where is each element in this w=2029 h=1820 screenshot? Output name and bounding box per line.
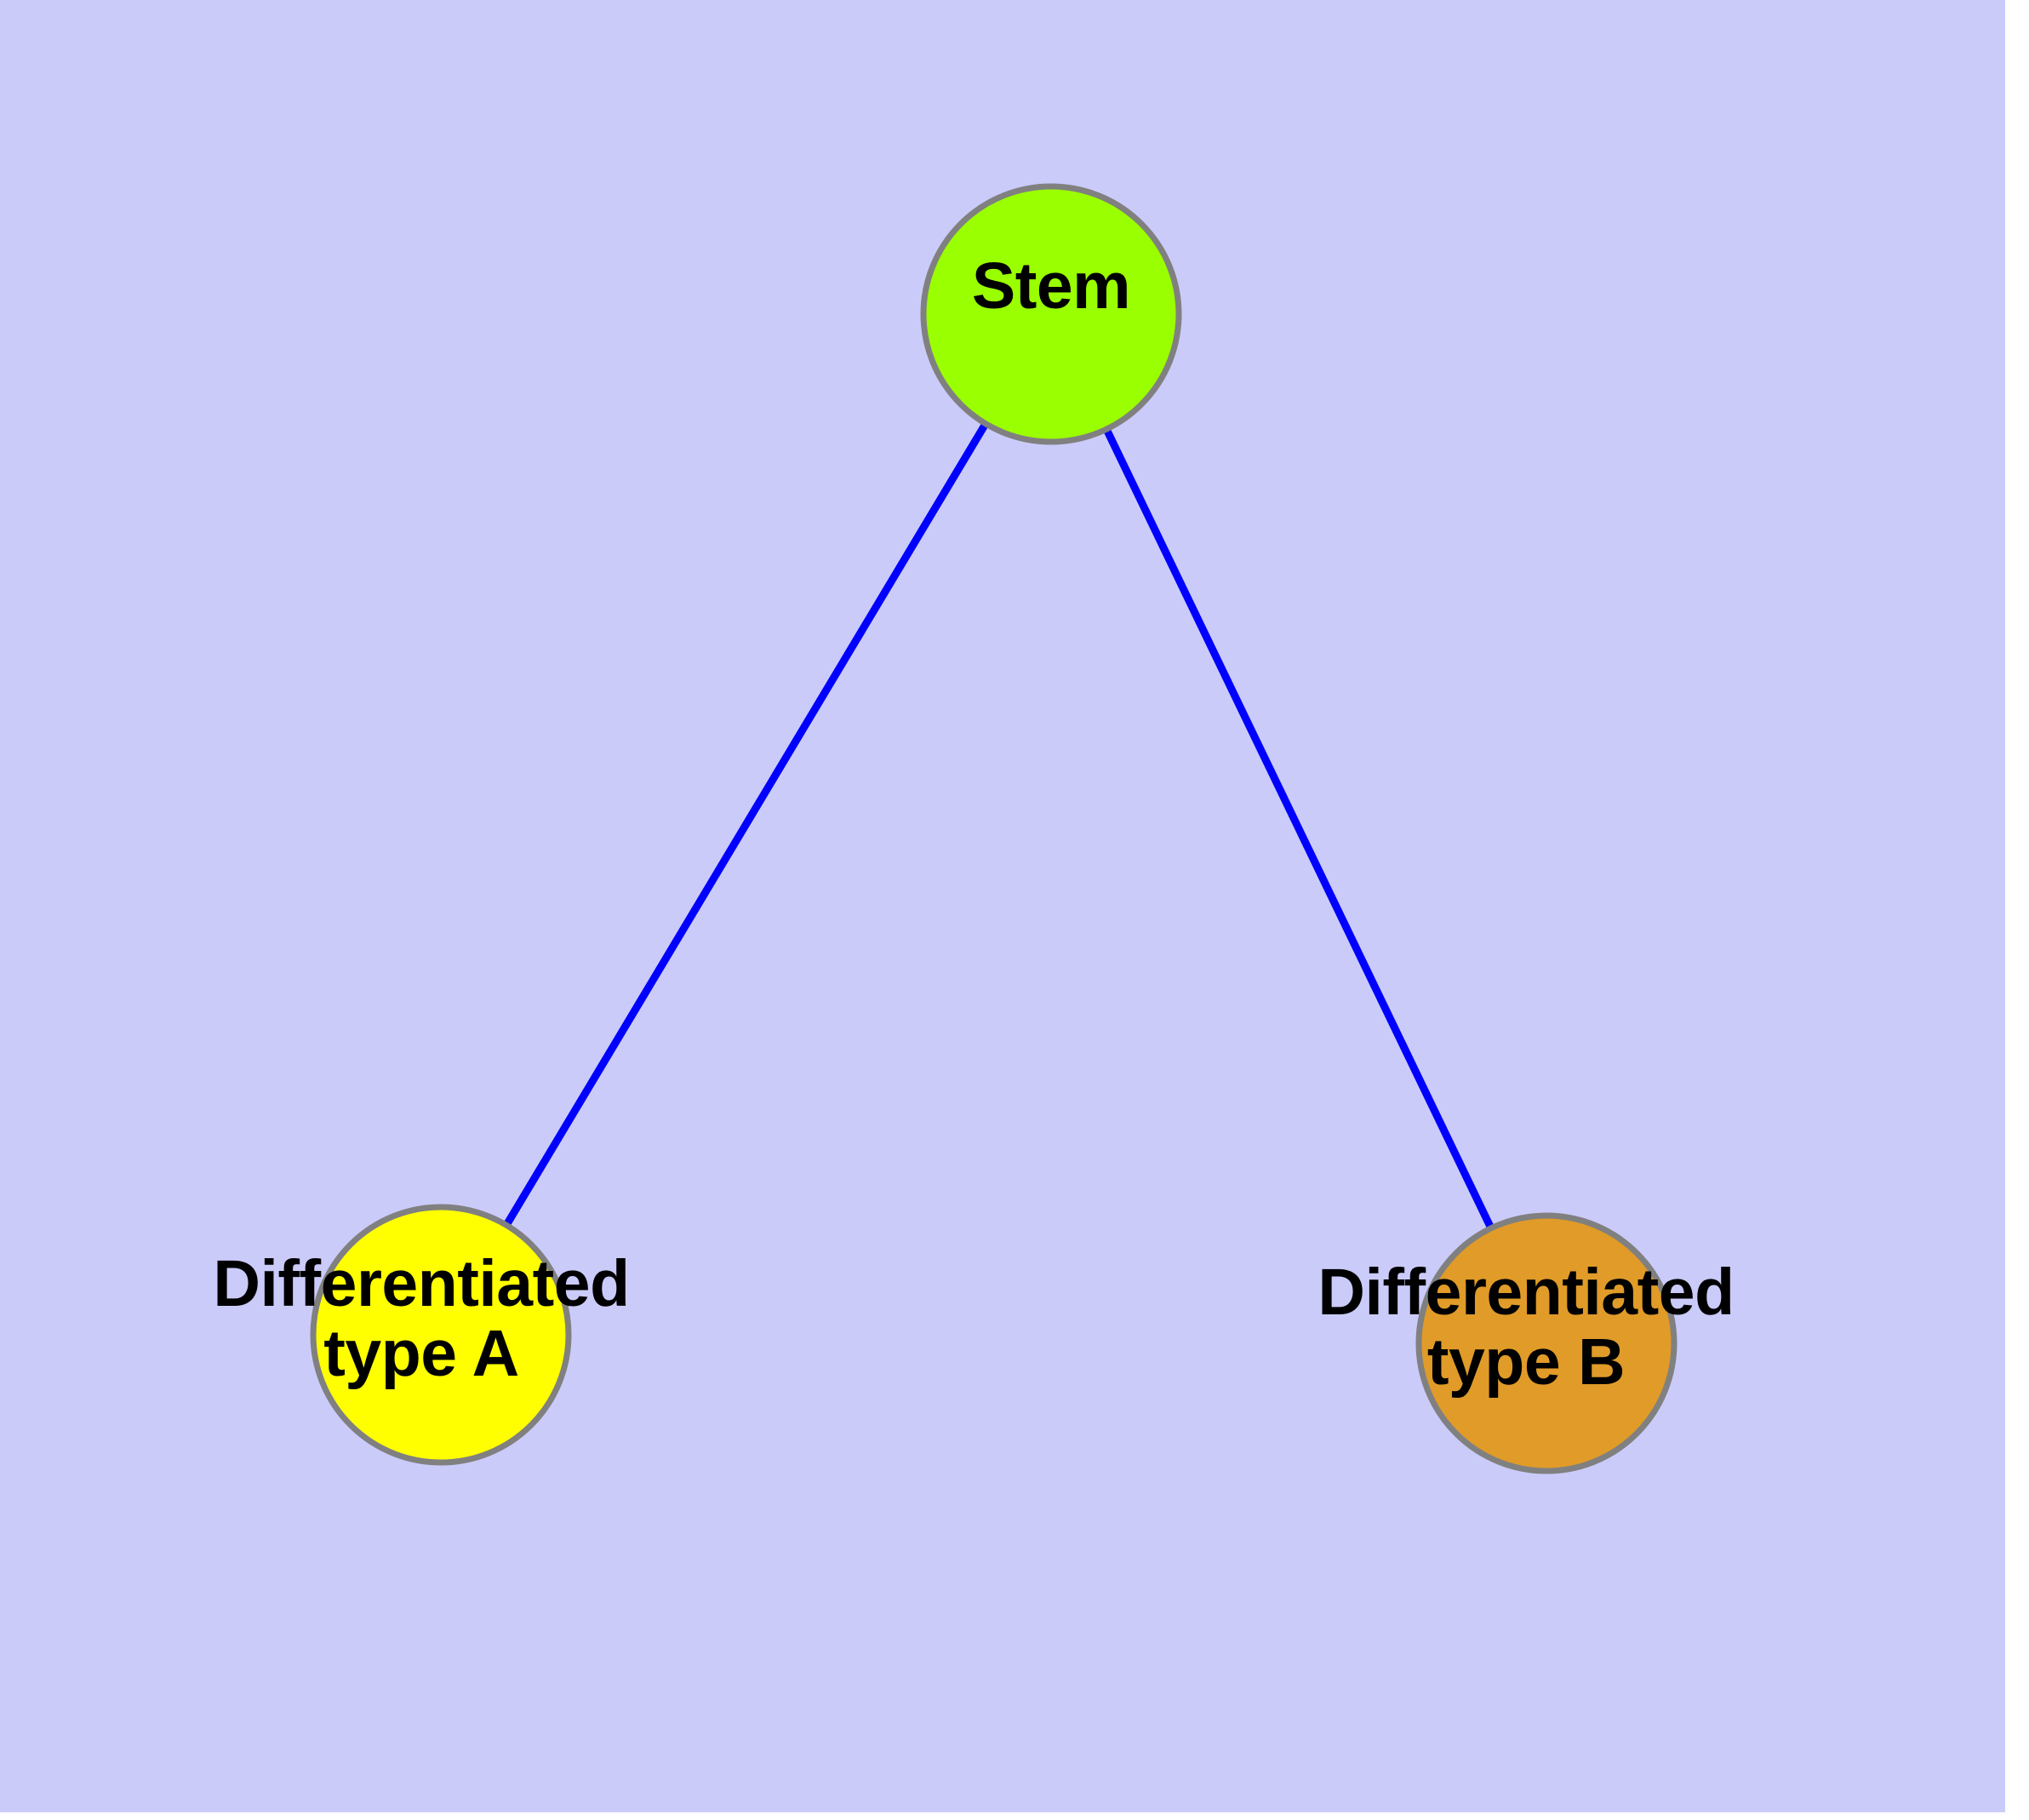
edge-stem-to-differentiated-type-a[interactable] — [437, 312, 1055, 1337]
edge-layer — [437, 312, 1551, 1345]
node-differentiated-type-a[interactable] — [310, 1204, 572, 1466]
edge-stem-to-differentiated-type-b[interactable] — [1047, 312, 1551, 1345]
node-differentiated-type-b[interactable] — [1415, 1212, 1677, 1474]
node-layer — [310, 183, 1677, 1474]
node-stem[interactable] — [920, 183, 1182, 445]
